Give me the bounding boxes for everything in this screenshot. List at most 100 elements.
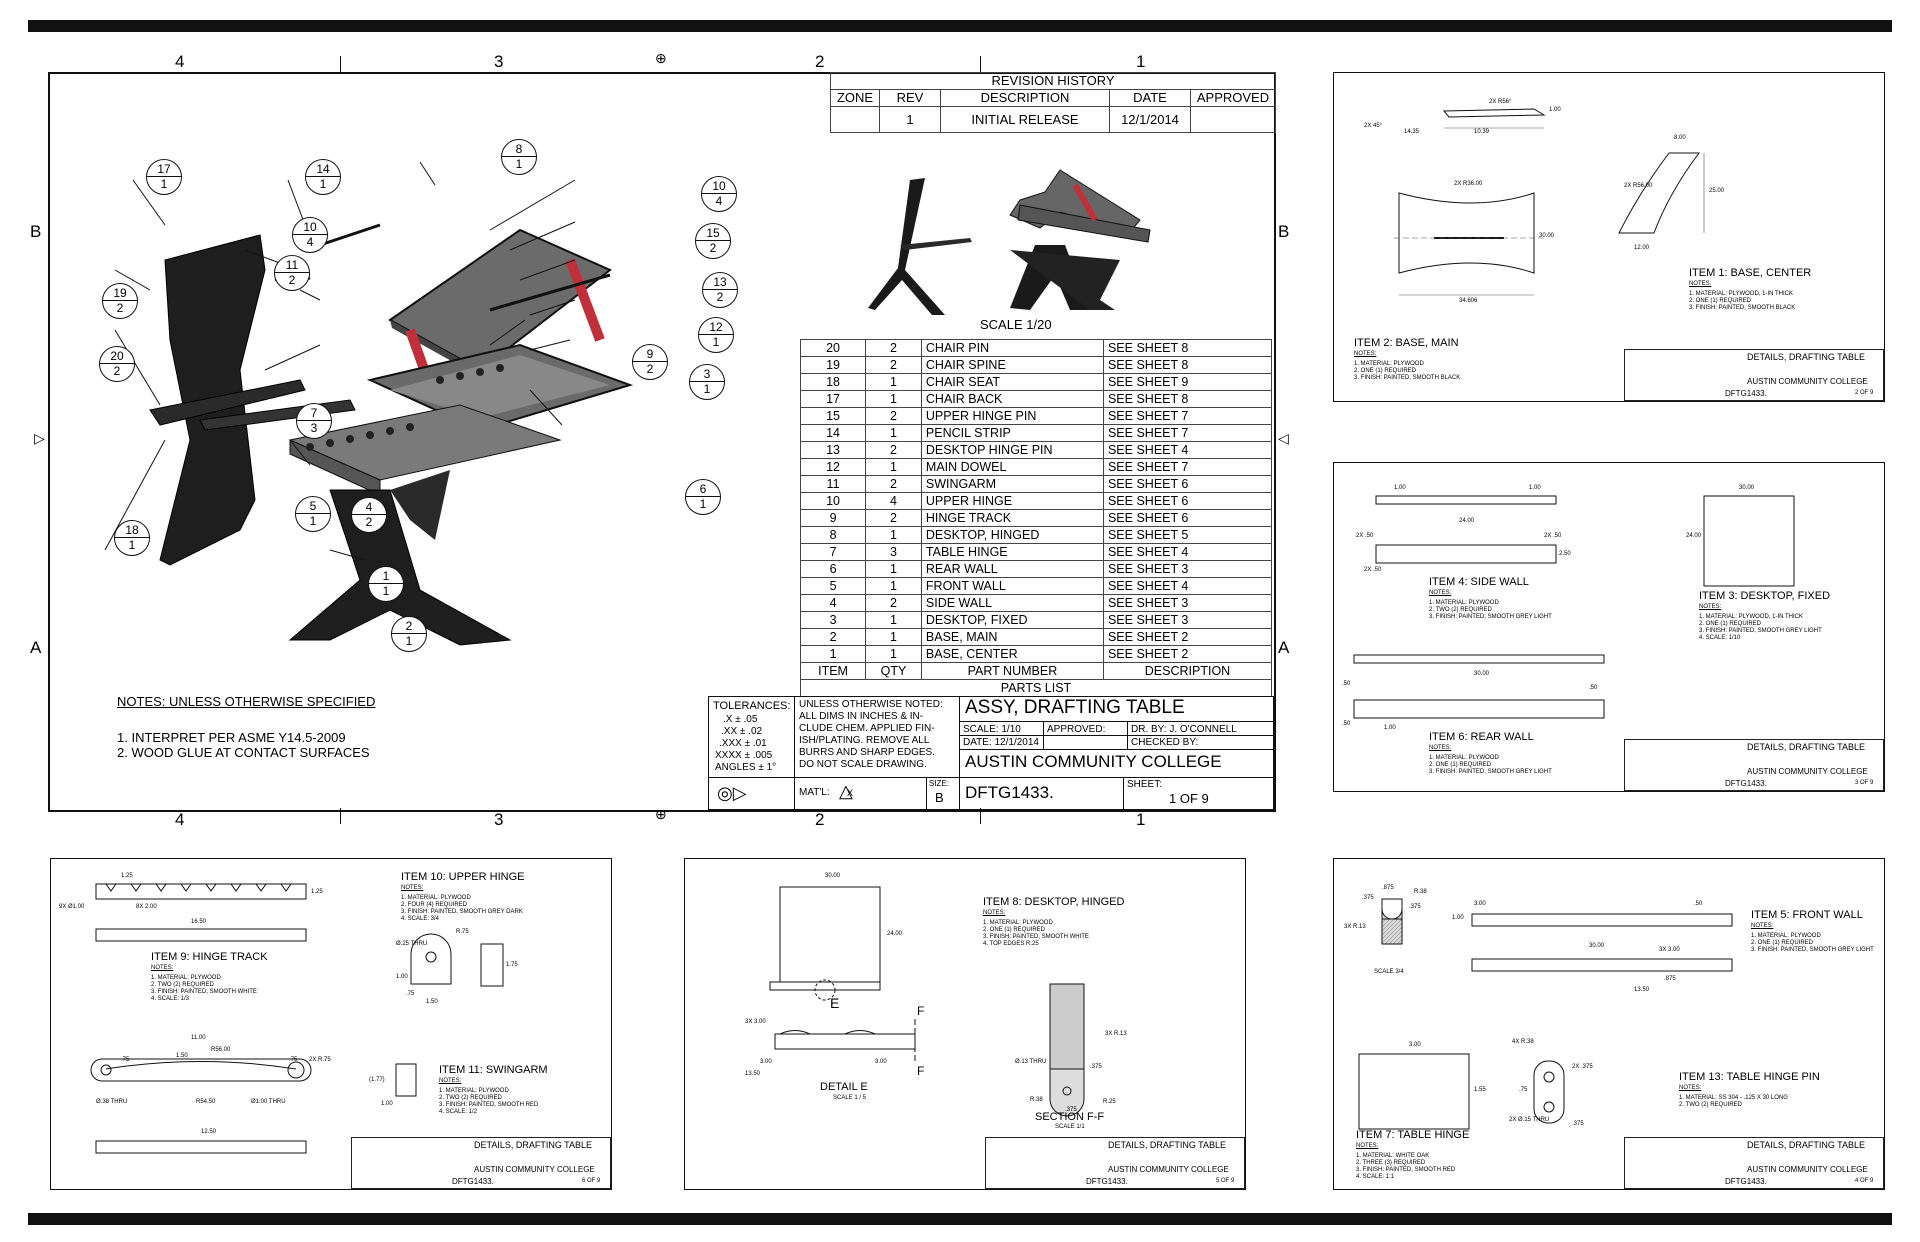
dim-text: Ø.38 THRU (96, 1099, 128, 1105)
exploded-view-image (104, 161, 634, 646)
balloon-item-number: 12 (709, 320, 723, 334)
note-line: 3. FINISH: PAINTED, SMOOTH WHITE (151, 989, 257, 995)
mini-title-block: DETAILS, DRAFTING TABLE AUSTIN COMMUNITY… (1624, 739, 1884, 791)
mini-company: AUSTIN COMMUNITY COLLEGE (474, 1165, 595, 1174)
note-line: 3. FINISH: PAINTED, SMOOTH GREY LIGHT (1429, 769, 1552, 775)
top-border-bar (28, 20, 1892, 32)
balloon-divider (147, 176, 181, 177)
note-line: 2. TWO (2) REQUIRED (1679, 1102, 1742, 1108)
parts-cell: 1 (865, 645, 922, 663)
parts-cell: 1 (865, 526, 922, 544)
notes-label: NOTES: (983, 910, 1006, 916)
detail-sheet-6: 1.25 9X Ø1.00 8X 2.00 1.25 16.50 Ø.25 TH… (50, 858, 612, 1190)
dim-text: .75 (289, 1057, 298, 1063)
mini-title-block: DETAILS, DRAFTING TABLE AUSTIN COMMUNITY… (351, 1137, 611, 1189)
parts-cell: SWINGARM (920, 475, 1104, 493)
material-label: MAT'L: (799, 787, 830, 798)
detail-sheet-5: 30.00 24.00 E 3X 3.00 F F 3.00 3.00 13.5… (684, 858, 1246, 1190)
note-line: 2. ONE (1) REQUIRED (1689, 298, 1752, 304)
dim-text: R.25 (1103, 1099, 1116, 1105)
zone-label: 2 (815, 810, 825, 829)
balloon-divider (115, 537, 149, 538)
detail-sheet-4: .875 .375 R.38 3X R.13 .375 3.00 1.00 .5… (1333, 858, 1885, 1190)
dim-text: .50 (1342, 681, 1351, 687)
mini-drawing-number: DFTG1433. (1086, 1177, 1128, 1186)
dim-text: 24.00 (1459, 518, 1475, 524)
dim-text: .375 (1572, 1121, 1584, 1127)
parts-cell: 4 (799, 594, 867, 612)
zone-label: 2 (815, 52, 825, 71)
size-label: SIZE: (929, 779, 950, 788)
parts-cell: 17 (799, 390, 867, 408)
balloon-divider (100, 363, 134, 364)
parts-cell: SEE SHEET 2 (1102, 645, 1273, 663)
note-line: 2. ONE (1) REQUIRED (1699, 621, 1762, 627)
dim-text: 1.75 (506, 962, 518, 968)
mini-company: AUSTIN COMMUNITY COLLEGE (1747, 767, 1868, 776)
parts-cell: 15 (799, 407, 867, 425)
balloon-quantity: 2 (113, 364, 121, 378)
rev-cell: INITIAL RELEASE (940, 106, 1110, 133)
parts-cell: 9 (799, 509, 867, 527)
dim-text: 1.00 (1452, 915, 1464, 921)
note-line: 3. FINISH: PAINTED, SMOOTH GREY LIGHT (1699, 628, 1822, 634)
parts-cell: BASE, CENTER (920, 645, 1104, 663)
parts-cell: SEE SHEET 2 (1102, 628, 1273, 646)
balloon-quantity: 2 (716, 290, 724, 304)
balloon-quantity: 1 (128, 538, 136, 552)
item-title: ITEM 6: REAR WALL (1429, 731, 1534, 743)
balloon-item-number: 13 (713, 275, 727, 289)
divider (959, 749, 1273, 750)
note-line: 2. TWO (2) REQUIRED (439, 1095, 502, 1101)
parts-cell: 2 (865, 594, 922, 612)
zone-label: 1 (1136, 52, 1146, 71)
parts-cell: 2 (865, 356, 922, 374)
balloon-divider (306, 176, 340, 177)
dim-text: 9X Ø1.00 (59, 904, 85, 910)
general-note: UNLESS OTHERWISE NOTED: ALL DIMS IN INCH… (799, 699, 943, 770)
scale-field: SCALE: 1/10 (963, 724, 1021, 735)
approved-field: APPROVED: (1047, 724, 1106, 735)
parts-cell: SEE SHEET 6 (1102, 475, 1273, 493)
dim-text: 3X R.13 (1105, 1031, 1127, 1037)
mini-sheet: 5 OF 9 (1216, 1178, 1235, 1184)
dim-text: 2X R36.00 (1454, 181, 1483, 187)
notes-label: NOTES: (1429, 590, 1452, 596)
note-line: 1. INTERPRET PER ASME Y14.5-2009 (117, 730, 346, 745)
projection-symbol-icon: ◎▷ (717, 783, 747, 803)
parts-cell: 19 (799, 356, 867, 374)
dim-text: 24.00 (1686, 533, 1702, 539)
mini-company: AUSTIN COMMUNITY COLLEGE (1747, 1165, 1868, 1174)
dim-text: 3.00 (760, 1059, 772, 1065)
balloon-divider (702, 193, 736, 194)
center-mark-icon: ◁ (1278, 430, 1289, 446)
dim-text: .75 (406, 991, 415, 997)
note-line: 3. FINISH: PAINTED, SMOOTH WHITE (983, 934, 1089, 940)
balloon-quantity: 1 (319, 177, 327, 191)
zone-label: 3 (494, 810, 504, 829)
scale-note: SCALE 3/4 (1374, 969, 1404, 975)
note-line: 1. MATERIAL: PLYWOOD (439, 1088, 509, 1094)
balloon-item-number: 10 (303, 220, 317, 234)
dim-text: 3.00 (1409, 1042, 1421, 1048)
date-field: DATE: 12/1/2014 (963, 737, 1039, 748)
item-title: ITEM 11: SWINGARM (439, 1064, 548, 1076)
rev-header: REV (879, 89, 941, 107)
balloon-divider (699, 334, 733, 335)
note-line: 2. THREE (3) REQUIRED (1356, 1160, 1426, 1166)
parts-cell: 20 (799, 339, 867, 357)
divider (794, 777, 959, 778)
balloon-divider (293, 234, 327, 235)
sheet6-drawing-image (90, 883, 504, 1154)
dim-text: 30.00 (1474, 671, 1490, 677)
note-line: 1. MATERIAL: PLYWOOD (1429, 600, 1499, 606)
revision-history-table: REVISION HISTORY ZONE REV DESCRIPTION DA… (830, 72, 1276, 133)
note-line: 4. SCALE: 1:1 (1356, 1174, 1395, 1180)
dim-text: 12.00 (1634, 245, 1650, 251)
dim-text: 16.50 (191, 919, 207, 925)
